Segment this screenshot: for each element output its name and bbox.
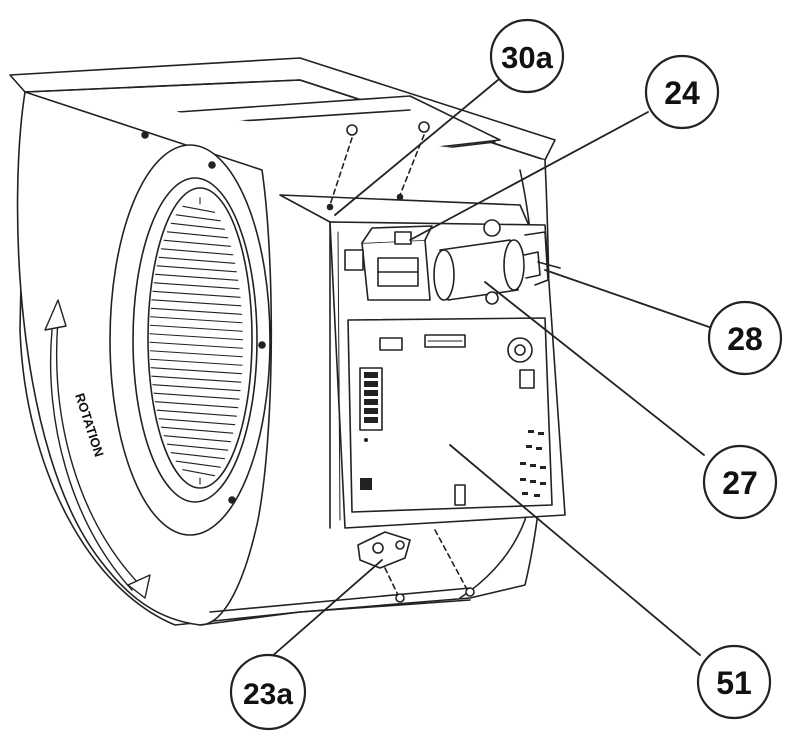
wheel-blade (163, 435, 232, 443)
leader-27 (484, 281, 705, 456)
wheel-blade (166, 443, 229, 451)
pressure-switch (357, 529, 475, 603)
callout-51: 51 (696, 644, 772, 720)
bracket-screws (326, 121, 430, 211)
screw-icon (141, 131, 149, 139)
board-pin (520, 478, 526, 481)
board-component (519, 369, 535, 389)
leader-23a (261, 559, 383, 666)
screw-icon (258, 341, 266, 349)
wheel-blade (182, 205, 216, 213)
callout-28-label: 28 (727, 321, 763, 357)
screw-icon (228, 496, 236, 504)
wheel-blade (150, 358, 243, 366)
leader-lines (261, 79, 713, 666)
wheel-blade (150, 316, 243, 324)
callout-24-label: 24 (664, 75, 700, 111)
wheel-blade (154, 273, 239, 281)
screw-icon (346, 124, 358, 136)
wheel-blade (153, 282, 240, 290)
wheel-blade (182, 469, 216, 477)
wheel-blade (160, 248, 234, 256)
wheel-blade (158, 256, 236, 264)
board-component (360, 478, 372, 490)
board-pin (534, 494, 540, 497)
wheel-blade (160, 426, 234, 434)
callout-23a-label: 23a (243, 678, 293, 711)
wheel-blade (175, 460, 221, 468)
callout-30a-label: 30a (501, 40, 553, 75)
capacitor-strap (524, 231, 561, 286)
wheel-blade (170, 452, 225, 460)
screw-icon (418, 121, 430, 133)
control-circuit-board (347, 317, 553, 513)
blower-inlet (109, 144, 271, 536)
wheel-blade (149, 341, 244, 349)
leader-51 (449, 444, 701, 656)
leader-30a (334, 79, 499, 216)
terminal-block (359, 367, 383, 431)
board-pin (540, 482, 546, 485)
wheel-blade (158, 418, 236, 426)
wheel-blade (152, 290, 241, 298)
screw-icon (208, 161, 216, 169)
terminal-pin (364, 417, 378, 423)
run-capacitor (433, 219, 541, 305)
board-pin (526, 445, 532, 448)
callout-27: 27 (702, 444, 778, 520)
wheel-blade (151, 299, 242, 307)
wheel-blade (149, 350, 243, 358)
board-pin (522, 492, 528, 495)
board-connector (379, 337, 403, 351)
callout-30a: 30a (489, 18, 565, 94)
inlet-screws (141, 131, 266, 504)
board-pin (536, 447, 542, 450)
transformer (344, 225, 433, 301)
screw-leader (329, 137, 353, 206)
leader-28 (544, 269, 713, 329)
terminal-pin (364, 390, 378, 396)
wheel-blade (150, 367, 243, 375)
circuit-board (347, 317, 553, 513)
wheel-blade (156, 265, 237, 273)
wheel-blade (175, 214, 221, 222)
callout-28: 28 (707, 300, 783, 376)
board-pin (530, 480, 536, 483)
wheel-blade (170, 222, 225, 230)
callout-27-label: 27 (722, 465, 758, 501)
terminal-block-outline (359, 367, 383, 431)
wheel-blade (150, 307, 243, 315)
wheel-blade (156, 409, 237, 417)
wheel-blade (153, 392, 240, 400)
terminal-pin (364, 381, 378, 387)
wheel-blade (152, 384, 241, 392)
wheel-blade (149, 324, 243, 332)
board-pin (530, 464, 536, 467)
board-component (454, 484, 466, 506)
board-pin (520, 462, 526, 465)
rotation-arrow-icon (44, 299, 151, 599)
blower-wheel-blades (149, 197, 244, 485)
terminal-pin (364, 372, 378, 378)
wheel-blade (149, 333, 244, 341)
wheel-blade (154, 401, 239, 409)
wheel-blade (151, 375, 242, 383)
leader-24 (409, 111, 649, 241)
transformer-terminal (394, 231, 412, 245)
callout-51-label: 51 (716, 665, 752, 701)
board-pins (520, 430, 546, 497)
board-pin (528, 430, 534, 433)
board-pin (538, 432, 544, 435)
terminal-pin (364, 408, 378, 414)
wheel-blade (166, 231, 229, 239)
callout-23a: 23a (229, 653, 307, 731)
board-pin (540, 466, 546, 469)
wheel-blade (163, 239, 232, 247)
callouts: 30a 24 28 27 51 23a (229, 18, 783, 731)
callout-24: 24 (644, 54, 720, 130)
terminal-pin (364, 399, 378, 405)
wheel-opening (147, 187, 253, 489)
